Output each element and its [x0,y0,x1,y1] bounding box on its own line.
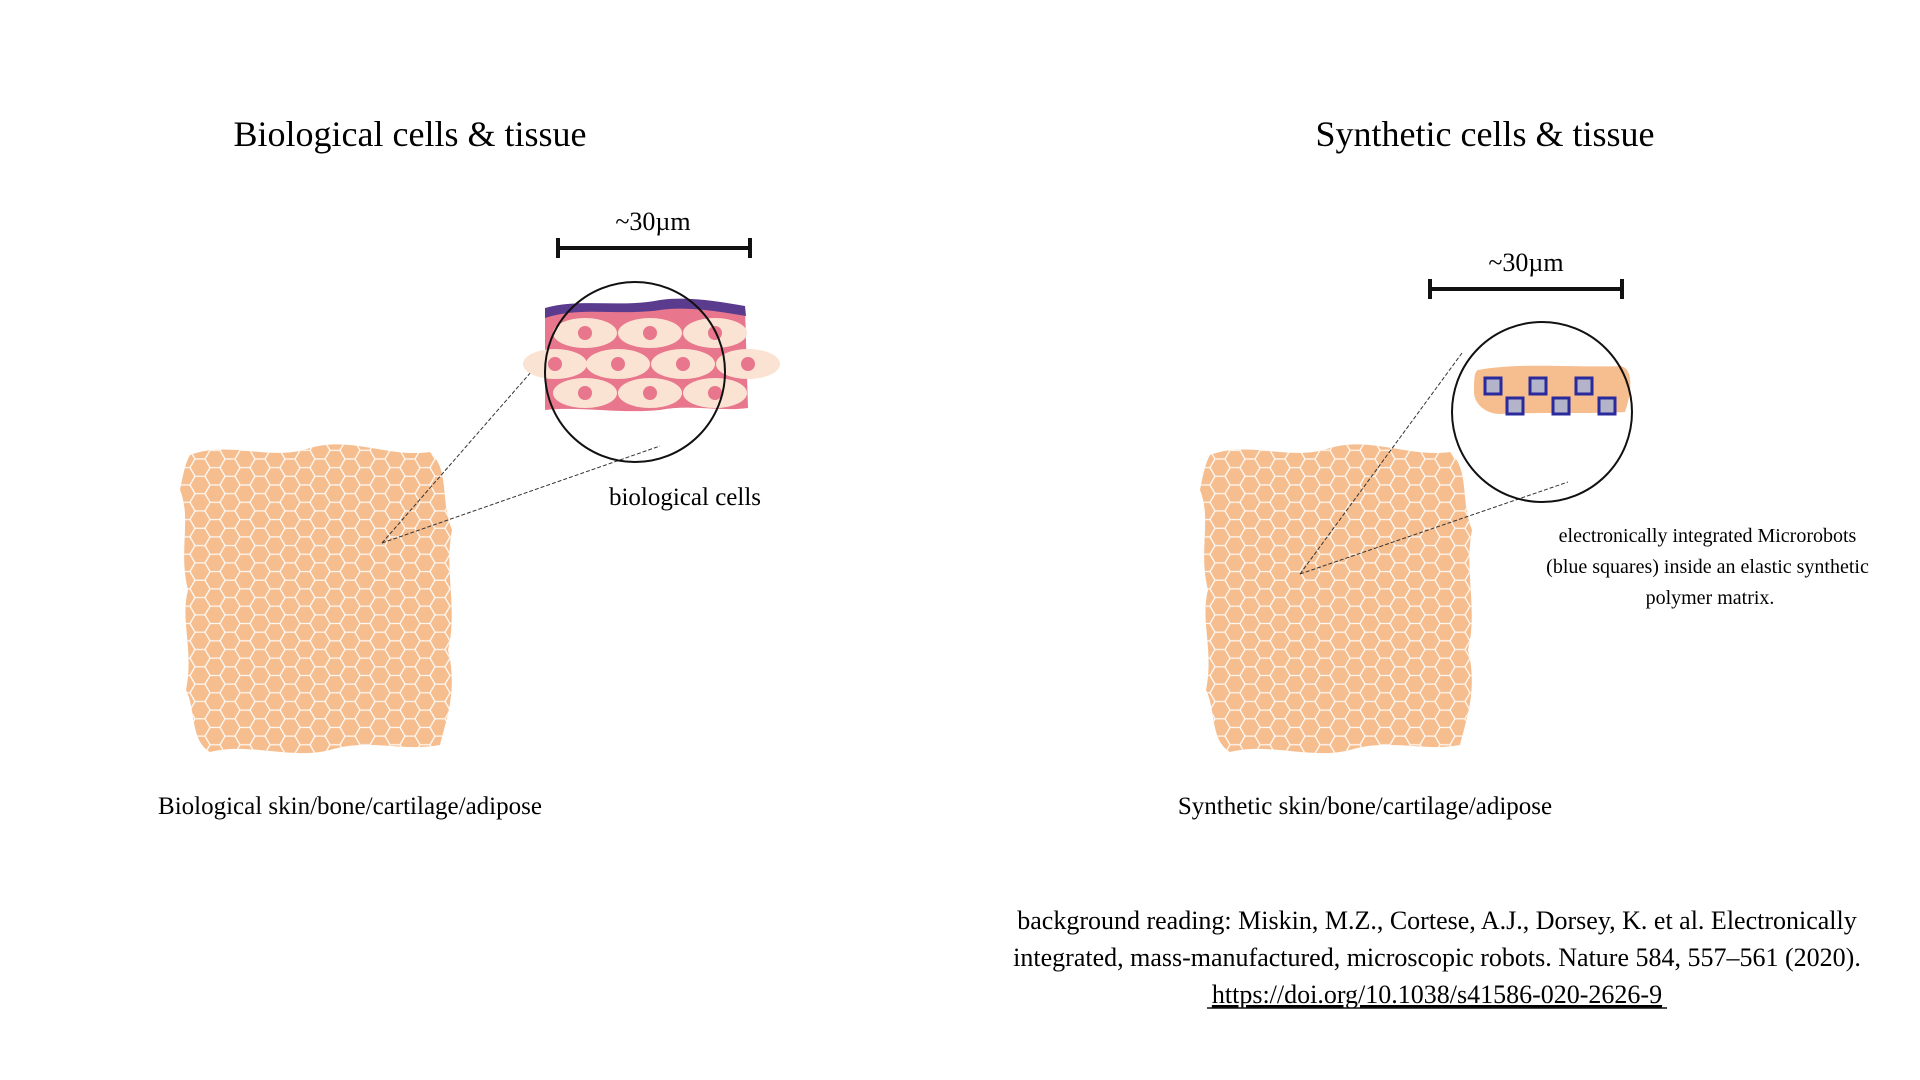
microrobot-square [1483,376,1503,396]
right-panel-title: Synthetic cells & tissue [1316,114,1655,154]
cell-nucleus [741,357,755,371]
zoom-line-right-upper [1299,352,1463,575]
synthetic-matrix-illustration [1474,365,1631,416]
cell-nucleus [611,357,625,371]
scale-label-right: ~30µm [1488,248,1563,277]
cell-nucleus [578,326,592,340]
synthetic-cells-label: electronically integrated Microrobots (b… [1546,525,1874,609]
cell-nucleus [643,326,657,340]
cell-nucleus [676,357,690,371]
reference-line-2: integrated, mass-manufactured, microscop… [1013,943,1861,972]
synthetic-tissue-label: Synthetic skin/bone/cartilage/adipose [1178,793,1552,820]
microrobot-square [1551,396,1571,416]
reference-line-1: background reading: Miskin, M.Z., Cortes… [1017,906,1857,935]
cell-nucleus [548,357,562,371]
scale-bar-left [556,238,752,258]
zoom-line-left-upper [381,355,546,544]
zoom-circle-left [544,281,726,463]
zoom-line-left-lower [381,445,661,544]
scale-bar-right [1428,279,1624,299]
synthetic-cells-label-line: (blue squares) inside an elastic synthet… [1546,556,1869,578]
cell-nucleus [708,386,722,400]
synthetic-cells-label-line: polymer matrix. [1646,587,1775,609]
microrobot-square [1528,376,1548,396]
microrobot-square [1574,376,1594,396]
zoom-line-right-lower [1299,481,1569,575]
synthetic-cells-label-line: electronically integrated Microrobots [1559,525,1857,547]
microrobot-square [1597,396,1617,416]
biological-cells-label: biological cells [609,484,761,511]
biological-cells-illustration [523,298,780,412]
scale-label-left: ~30µm [615,207,690,236]
cell-nucleus [578,386,592,400]
synthetic-tissue-blob [1200,444,1472,754]
zoom-circle-right [1451,321,1633,503]
left-panel-title: Biological cells & tissue [234,114,587,154]
biological-tissue-blob [180,444,452,754]
cell-nucleus [643,386,657,400]
microrobot-square [1505,396,1525,416]
reference-doi-link[interactable]: https://doi.org/10.1038/s41586-020-2626-… [1212,980,1662,1009]
biological-tissue-label: Biological skin/bone/cartilage/adipose [158,793,542,820]
